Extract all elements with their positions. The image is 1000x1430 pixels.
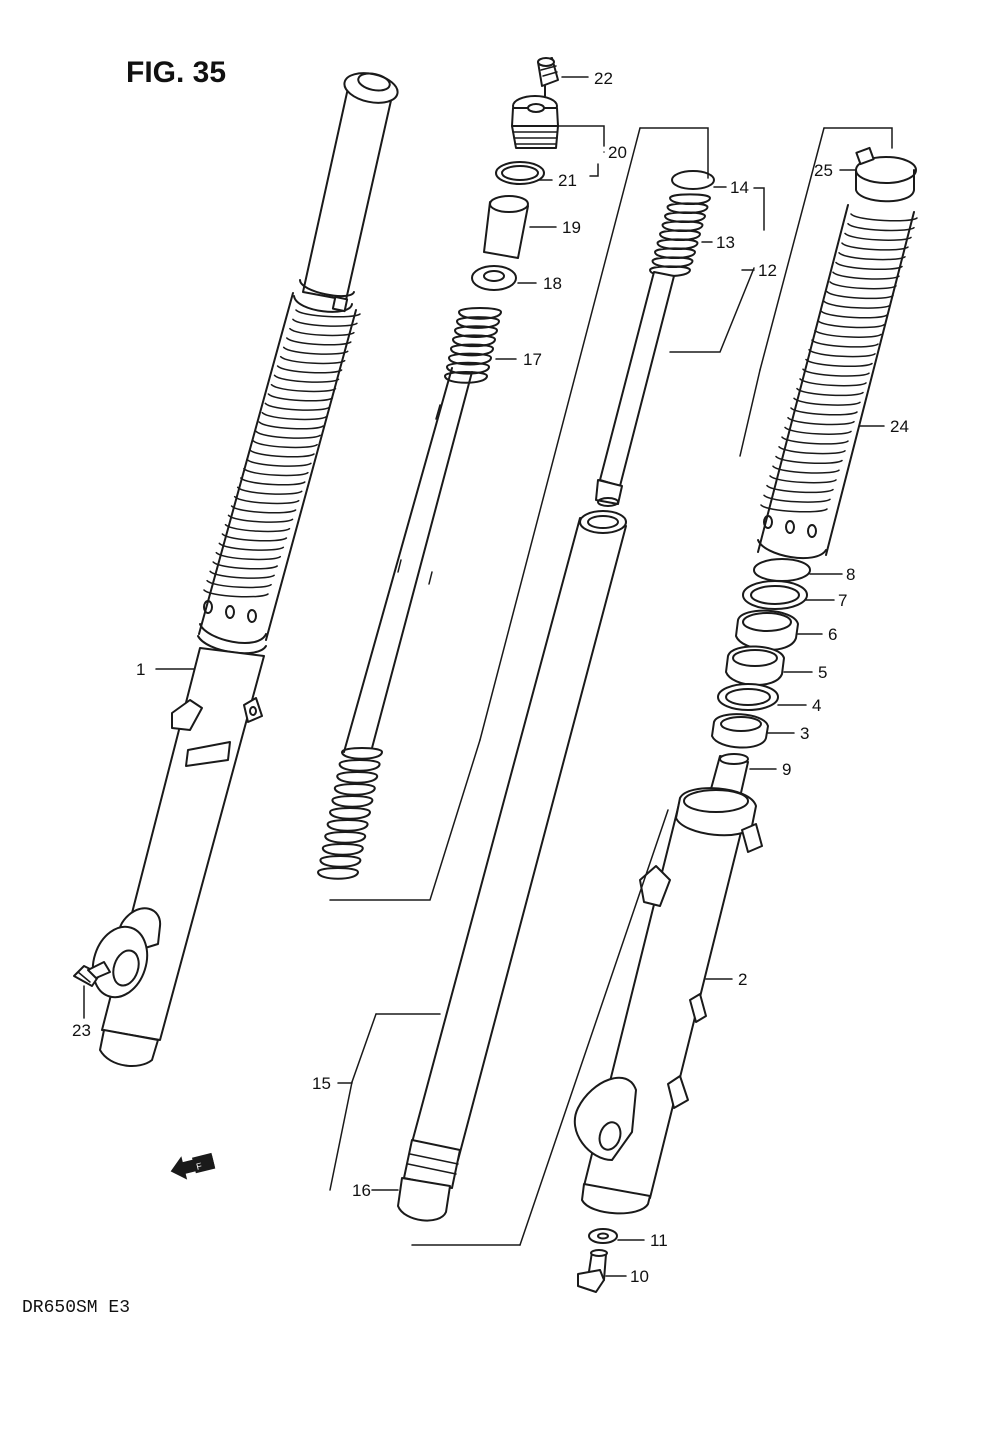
- left-fork-assembly: [73, 72, 399, 1067]
- callout-17: 17: [523, 350, 542, 369]
- callout-19: 19: [562, 218, 581, 237]
- bushing: [397, 1177, 451, 1222]
- slide-bushing: [753, 558, 811, 582]
- callout-8: 8: [846, 565, 855, 584]
- callout-9: 9: [782, 760, 791, 779]
- callout-14: 14: [730, 178, 749, 197]
- seal-stack: [711, 558, 811, 749]
- spring-seat: [471, 265, 517, 291]
- damper-cylinder-set: [595, 170, 715, 507]
- svg-text:F: F: [195, 1161, 203, 1172]
- callout-13: 13: [716, 233, 735, 252]
- figure-title: FIG. 35: [126, 56, 226, 89]
- callout-22: 22: [594, 69, 613, 88]
- callout-3: 3: [800, 724, 809, 743]
- callout-16: 16: [352, 1181, 371, 1200]
- ring: [671, 170, 715, 190]
- callout-25: 25: [814, 161, 833, 180]
- air-valve: [537, 57, 559, 97]
- model-code: DR650SM E3: [22, 1298, 130, 1318]
- callout-5: 5: [818, 663, 827, 682]
- fork-cap-group: [317, 57, 559, 880]
- boot-clamp: [855, 146, 917, 203]
- inner-tube-assembly: [397, 510, 627, 1222]
- outer-tube-right: [573, 787, 763, 1215]
- callout-6: 6: [828, 625, 837, 644]
- callout-leaders: [83, 76, 885, 1277]
- callout-10: 10: [630, 1267, 649, 1286]
- cap-bolt: [511, 95, 559, 149]
- callout-1: 1: [136, 660, 145, 679]
- left-fork-boot: [197, 292, 361, 655]
- callout-18: 18: [543, 274, 562, 293]
- callout-23: 23: [72, 1021, 91, 1040]
- callout-11: 11: [650, 1231, 668, 1250]
- callout-4: 4: [812, 696, 821, 715]
- callout-2: 2: [738, 970, 747, 989]
- callout-12: 12: [758, 261, 777, 280]
- axle-clamp-bolt-left: [73, 961, 111, 987]
- fork-spring: [317, 306, 502, 880]
- callout-7: 7: [838, 591, 847, 610]
- left-inner-tube: [302, 72, 399, 301]
- group-brackets: [329, 125, 893, 1246]
- gasket: [588, 1228, 618, 1244]
- left-outer-tube: [91, 647, 265, 1067]
- callout-21: 21: [558, 171, 577, 190]
- callout-labels: 22 20 21 19 18 17 14 13 12 25 24 8 7 6 5…: [72, 69, 909, 1286]
- right-fork-assembly: [573, 146, 918, 1293]
- callout-20: 20: [608, 143, 627, 162]
- spacer: [483, 195, 529, 259]
- callout-24: 24: [890, 417, 909, 436]
- fork-boot: [757, 204, 918, 559]
- bolt: [577, 1249, 608, 1293]
- rebound-spring: [649, 193, 711, 277]
- front-direction-arrow-icon: F: [170, 1152, 216, 1180]
- left-boot-clamp: [293, 279, 355, 313]
- callout-15: 15: [312, 1074, 331, 1093]
